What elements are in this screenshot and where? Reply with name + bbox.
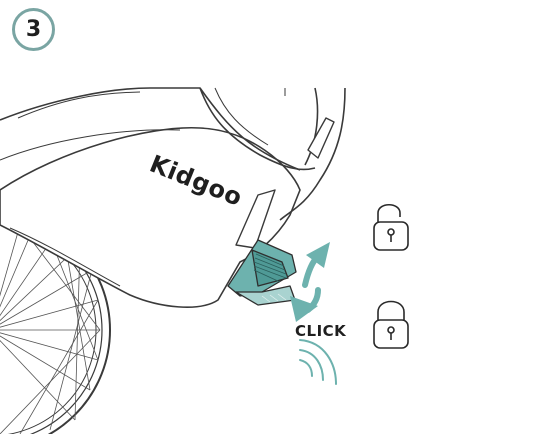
padlock-open-icon [374, 205, 408, 250]
padlock-closed-icon [374, 302, 408, 349]
step-number: 3 [26, 19, 41, 41]
curved-arrow-down-icon [290, 290, 318, 322]
click-label: CLICK [295, 322, 346, 340]
step-badge: 3 [12, 8, 55, 51]
curved-arrow-up-icon [305, 242, 330, 285]
click-sound-waves-icon [300, 340, 336, 384]
